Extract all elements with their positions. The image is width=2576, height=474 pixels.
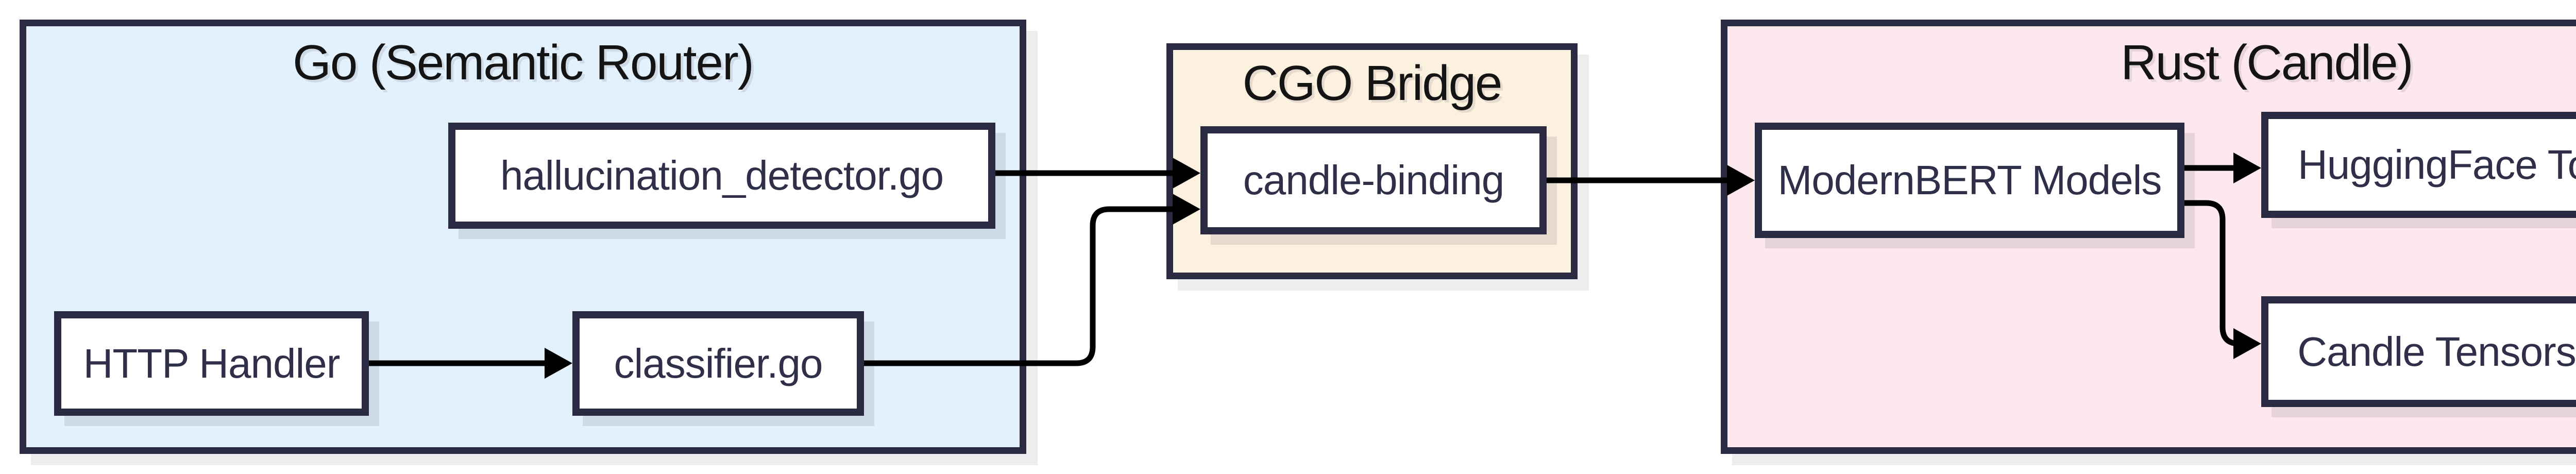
node-hallucination-detector: hallucination_detector.go xyxy=(448,123,995,229)
node-classifier: classifier.go xyxy=(572,311,864,416)
node-hallucination-detector-label: hallucination_detector.go xyxy=(500,153,944,198)
node-modernbert-models: ModernBERT Models xyxy=(1755,123,2184,238)
node-candle-tensors-label: Candle Tensors xyxy=(2297,328,2576,375)
node-candle-binding-label: candle-binding xyxy=(1243,157,1504,203)
container-cgo-title: CGO Bridge xyxy=(1242,56,1503,111)
node-huggingface-tokenizers: HuggingFace Tokenizers xyxy=(2261,112,2576,218)
node-modernbert-models-label: ModernBERT Models xyxy=(1777,157,2162,203)
node-candle-tensors: Candle Tensors xyxy=(2261,296,2576,407)
container-go-title: Go (Semantic Router) xyxy=(293,35,754,90)
node-candle-binding: candle-binding xyxy=(1200,126,1547,234)
node-classifier-label: classifier.go xyxy=(614,340,823,386)
node-huggingface-tokenizers-label: HuggingFace Tokenizers xyxy=(2297,142,2576,188)
container-rust-title: Rust (Candle) xyxy=(2121,35,2413,90)
node-http-handler-label: HTTP Handler xyxy=(83,340,341,386)
node-http-handler: HTTP Handler xyxy=(54,311,369,416)
